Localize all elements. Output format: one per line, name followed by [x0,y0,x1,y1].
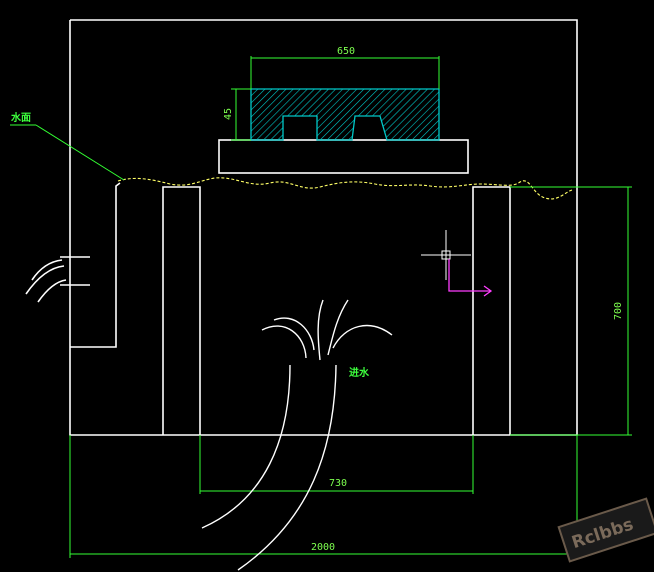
dimension-2000-label: 2000 [311,542,335,553]
dimension-730 [199,435,474,494]
dimension-45-label: 45 [223,108,234,120]
ucs-icon [448,259,493,297]
dimension-650-label: 650 [337,46,355,57]
dimension-650 [250,56,440,89]
dimension-45 [231,88,251,141]
water-surface-line [117,177,573,200]
crosshair-cursor[interactable] [421,230,471,280]
base-plate [218,139,469,174]
water-surface-label: 水面 [10,111,31,124]
watermark-logo: Rclbbs [557,497,654,563]
tank-outline [69,19,578,436]
inner-wall-left [162,186,201,435]
dimension-700-label: 700 [613,302,624,320]
water-surface-leader [10,124,125,181]
dimension-700 [510,186,632,436]
dimension-730-label: 730 [329,478,347,489]
inner-wall-right [472,186,511,435]
water-jet [201,299,393,571]
hatched-part [250,88,440,141]
inlet-label: 进水 [349,366,370,379]
left-pipe [25,182,121,348]
